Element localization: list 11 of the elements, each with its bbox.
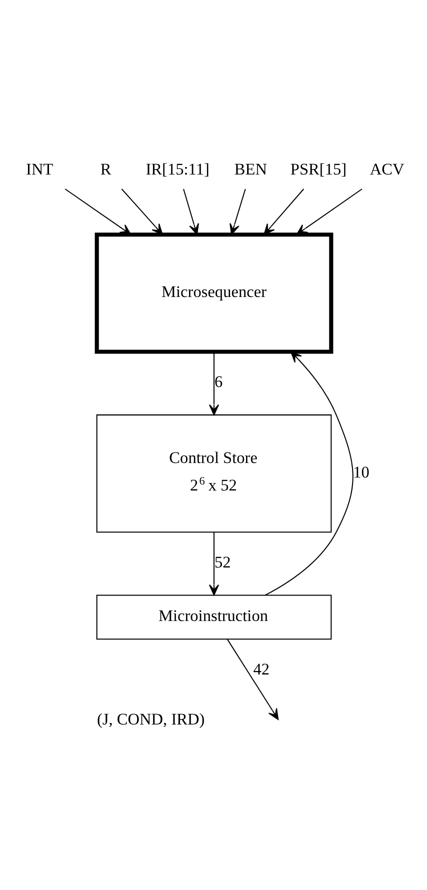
node-text: IR[15:11] [146, 158, 210, 178]
edge-label: 6 [214, 372, 223, 391]
node-text: PSR[15] [290, 158, 347, 178]
node-text: BEN [234, 158, 267, 178]
node-text: ACV [370, 158, 404, 178]
edge-label: 52 [214, 552, 231, 572]
node-text: R [100, 158, 112, 178]
edge-label: 42 [253, 659, 270, 678]
node-text: INT [26, 158, 54, 178]
label: (J, COND, IRD) [96, 708, 205, 728]
edge-label: 10 [353, 462, 370, 481]
